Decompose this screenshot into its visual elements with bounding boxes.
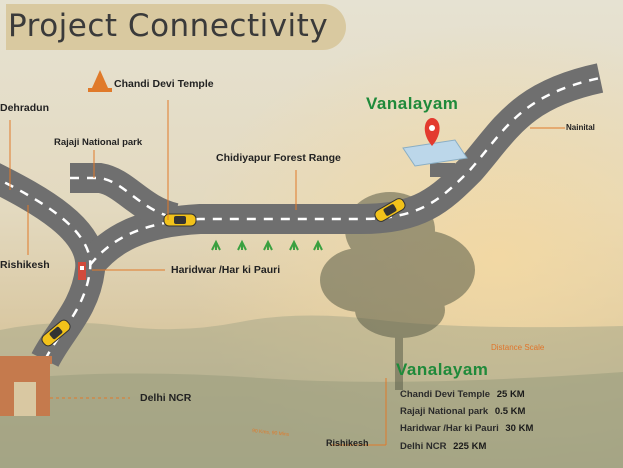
distance-value: 25 KM: [496, 389, 525, 400]
distance-place: Delhi NCR: [400, 441, 447, 452]
forest-icon: [211, 239, 323, 251]
distance-scale-heading: Distance Scale: [491, 343, 545, 352]
distance-brand: Vanalayam: [396, 360, 489, 379]
label-rishikesh: Rishikesh: [0, 259, 50, 271]
distance-place: Rajaji National park: [400, 406, 489, 417]
page-title-text: Project Connectivity: [8, 8, 329, 44]
label-rajaji: Rajaji National park: [54, 137, 143, 148]
label-chidiyapur: Chidiyapur Forest Range: [216, 152, 341, 164]
distance-place: Haridwar /Har ki Pauri: [400, 423, 499, 434]
taxi-icon: [163, 213, 197, 227]
label-haridwar: Haridwar /Har ki Pauri: [171, 264, 281, 276]
location-pin-icon: [402, 118, 468, 167]
taxi-icon: [374, 198, 406, 222]
distance-row: Delhi NCR 225 KM: [400, 441, 486, 452]
brand-vanalayam: Vanalayam: [366, 94, 459, 113]
signpost-icon: [78, 262, 86, 280]
label-chandi-devi: Chandi Devi Temple: [114, 78, 214, 90]
label-rishikesh-bottom: Rishikesh: [326, 438, 369, 448]
distance-value: 225 KM: [453, 441, 487, 452]
temple-icon: [88, 70, 112, 92]
distance-place: Chandi Devi Temple: [400, 389, 491, 400]
india-gate-icon: [0, 356, 52, 416]
distance-value: 30 KM: [505, 423, 534, 434]
taxi-icon: [41, 319, 71, 347]
distance-row: Haridwar /Har ki Pauri 30 KM: [400, 423, 533, 434]
distance-value: 0.5 KM: [494, 406, 526, 417]
leader-lines: [9, 100, 565, 446]
distance-row: Chandi Devi Temple 25 KM: [400, 389, 525, 400]
label-delhi: Delhi NCR: [140, 392, 192, 404]
distance-row: Rajaji National park 0.5 KM: [400, 406, 525, 417]
page-title: Project Connectivity: [6, 4, 346, 50]
label-nainital: Nainital: [566, 123, 595, 132]
label-dehradun: Dehradun: [0, 102, 50, 114]
